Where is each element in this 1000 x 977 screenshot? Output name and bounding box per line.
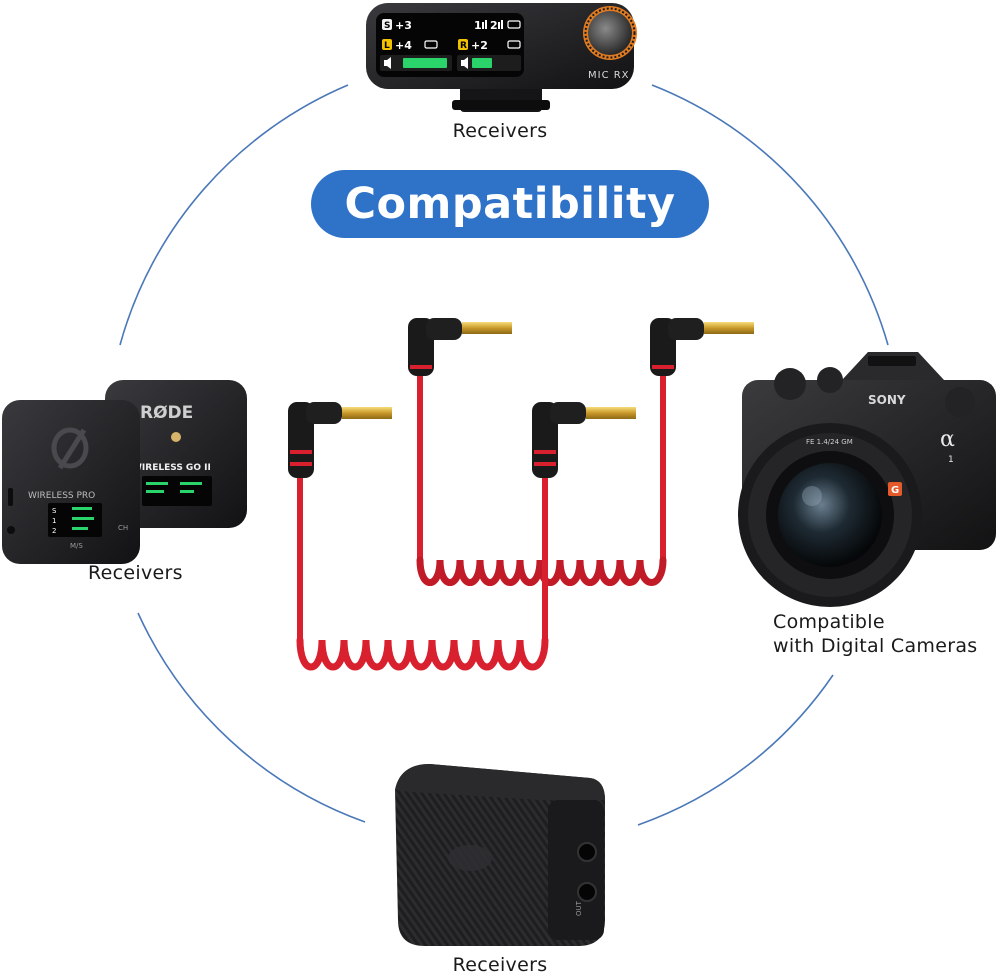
- plug-icon: [288, 402, 392, 478]
- svg-text:1: 1: [474, 19, 482, 32]
- svg-text:S: S: [384, 21, 390, 31]
- svg-text:RØDE: RØDE: [140, 403, 193, 423]
- plug-icon: [532, 402, 636, 478]
- page-title: Compatibility: [344, 179, 676, 229]
- circle-outline: [119, 84, 889, 826]
- svg-text:α: α: [940, 427, 955, 452]
- digital-camera: SONY α 1 G FE 1.4/24 GM: [738, 352, 996, 607]
- svg-text:G: G: [891, 485, 899, 496]
- audio-jack: [577, 842, 597, 862]
- caption-top-receivers: Receivers: [452, 120, 548, 142]
- title-pill: Compatibility: [311, 170, 709, 238]
- svg-text:R: R: [460, 41, 467, 51]
- battery-icon: [507, 20, 521, 29]
- svg-text:+3: +3: [395, 19, 412, 32]
- svg-text:+4: +4: [395, 39, 412, 52]
- svg-text:SONY: SONY: [868, 393, 906, 407]
- svg-text:2: 2: [490, 19, 498, 32]
- caption-camera-line1: Compatible: [773, 611, 885, 633]
- svg-text:M/S: M/S: [70, 542, 83, 550]
- plug-icon: [408, 318, 512, 376]
- svg-text:WIRELESS PRO: WIRELESS PRO: [28, 491, 95, 501]
- caption-camera: Compatible with Digital Cameras: [773, 610, 977, 658]
- svg-text:S: S: [52, 507, 57, 515]
- screen-tag-s: [382, 19, 392, 30]
- caption-left-receivers: Receivers: [88, 562, 183, 584]
- bottom-receiver: OUT: [395, 764, 605, 946]
- svg-text:WIRELESS GO II: WIRELESS GO II: [132, 463, 211, 473]
- svg-text:MIC RX: MIC RX: [588, 70, 630, 81]
- svg-text:1: 1: [948, 455, 954, 465]
- svg-text:OUT: OUT: [575, 900, 583, 916]
- volume-icon: [384, 57, 391, 69]
- svg-text:L: L: [384, 41, 390, 51]
- coiled-cables: [288, 318, 754, 671]
- top-receiver: S +3 1 2 L +4 R +2 MIC RX: [366, 3, 637, 112]
- plug-icon: [650, 318, 754, 376]
- svg-text:CH: CH: [118, 524, 128, 532]
- svg-text:2: 2: [52, 527, 56, 535]
- left-receivers: RØDE WIRELESS GO II WIRELESS PRO S 1 2 M…: [2, 380, 247, 564]
- svg-text:1: 1: [52, 517, 56, 525]
- audio-jack: [577, 882, 597, 902]
- logo-o-icon: [51, 427, 89, 470]
- svg-text:+2: +2: [471, 39, 488, 52]
- caption-bottom-receivers: Receivers: [452, 954, 548, 976]
- caption-camera-line2: with Digital Cameras: [773, 635, 978, 657]
- svg-text:FE 1.4/24 GM: FE 1.4/24 GM: [806, 438, 853, 446]
